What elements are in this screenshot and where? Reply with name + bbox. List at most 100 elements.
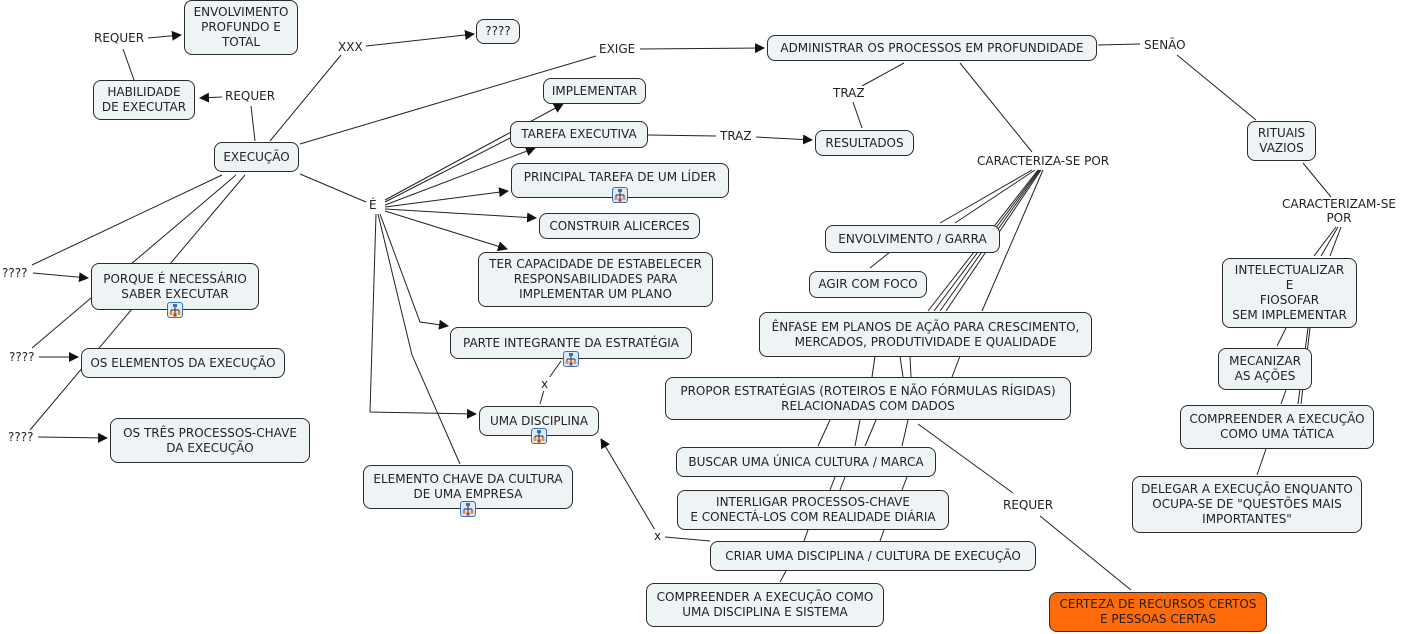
submap-icon[interactable]	[167, 302, 183, 318]
concept-envolvimento-garra[interactable]: ENVOLVIMENTO / GARRA	[825, 225, 1000, 253]
concept-rituais-vazios[interactable]: RITUAIS VAZIOS	[1247, 121, 1316, 161]
link-label-x: x	[652, 529, 664, 543]
link-label-requer: REQUER	[92, 31, 147, 45]
submap-icon[interactable]	[612, 187, 628, 203]
concept-compreender-tatica[interactable]: COMPREENDER A EXECUÇÃO COMO UMA TÁTICA	[1180, 405, 1374, 449]
concept-resultados[interactable]: RESULTADOS	[815, 130, 914, 156]
connector-line	[369, 213, 477, 419]
connector-line	[871, 355, 876, 378]
concept-interligar-processos[interactable]: INTERLIGAR PROCESSOS-CHAVE E CONECTÁ-LOS…	[677, 490, 949, 530]
connector-line	[647, 134, 717, 137]
connector-line	[959, 62, 1033, 153]
concept-delegar-execucao[interactable]: DELEGAR A EXECUÇÃO ENQUANTO OCUPA-SE DE …	[1132, 476, 1362, 533]
concept-agir-com-foco[interactable]: AGIR COM FOCO	[809, 271, 927, 298]
connector-line	[1313, 226, 1337, 257]
link-label-e: É	[367, 198, 379, 212]
submap-icon[interactable]	[531, 428, 547, 444]
concept-implementar[interactable]: IMPLEMENTAR	[543, 78, 646, 104]
concept-mecanizar-acoes[interactable]: MECANIZAR AS AÇÕES	[1218, 348, 1312, 390]
connector-line	[981, 169, 1044, 312]
connector-line	[854, 419, 861, 447]
connector-line	[147, 30, 182, 41]
connector-line	[864, 419, 877, 447]
connector-line	[539, 389, 545, 405]
connector-line	[664, 536, 711, 542]
link-label-traz: TRAZ	[831, 86, 867, 100]
concept-construir-alicerces[interactable]: CONSTRUIR ALICERCES	[539, 213, 700, 239]
connector-line	[817, 419, 831, 447]
concept-porque-necessario[interactable]: PORQUE É NECESSÁRIO SABER EXECUTAR	[91, 263, 259, 310]
connector-line	[1176, 54, 1257, 121]
connector-line	[839, 476, 846, 491]
connector-line	[299, 173, 367, 203]
link-label-caracterizam-se-por: CARACTERIZAM-SE POR	[1280, 197, 1398, 225]
concept-execucao[interactable]: EXECUÇÃO	[214, 142, 299, 172]
connector-line	[869, 251, 891, 269]
concept-tres-processos-chave[interactable]: OS TRÊS PROCESSOS-CHAVE DA EXECUÇÃO	[110, 418, 310, 463]
connector-line	[909, 355, 912, 378]
connector-line	[1039, 515, 1132, 591]
connector-line	[861, 62, 905, 87]
connector-line	[899, 355, 904, 378]
submap-icon[interactable]	[460, 501, 476, 517]
link-label-senao: SENÃO	[1142, 38, 1188, 52]
connector-line	[829, 476, 836, 491]
connector-line	[377, 213, 461, 465]
link-label-traz: TRAZ	[718, 129, 754, 143]
connector-line	[299, 55, 597, 145]
connector-line	[384, 208, 537, 223]
link-label-unknown: ????	[0, 266, 30, 280]
concept-propor-estrategias[interactable]: PROPOR ESTRATÉGIAS (ROTEIROS E NÃO FÓRMU…	[665, 377, 1071, 420]
concept-unknown[interactable]: ????	[476, 19, 520, 44]
connector-line	[1320, 226, 1339, 257]
connector-line	[384, 187, 509, 208]
connector-line	[31, 174, 223, 266]
connector-line	[939, 169, 1033, 224]
connector-line	[951, 355, 961, 378]
concept-buscar-unica-cultura[interactable]: BUSCAR UMA ÚNICA CULTURA / MARCA	[676, 447, 936, 477]
concept-envolvimento-profundo[interactable]: ENVOLVIMENTO PROFUNDO E TOTAL	[184, 0, 298, 55]
connector-line	[954, 169, 1036, 224]
concept-compreender-disciplina-sistema[interactable]: COMPREENDER A EXECUÇÃO COMO UMA DISCIPLI…	[646, 583, 884, 627]
connector-line	[37, 432, 108, 443]
concept-habilidade-de-executar[interactable]: HABILIDADE DE EXECUTAR	[93, 80, 195, 120]
submap-icon[interactable]	[563, 351, 579, 367]
connector-line	[1256, 448, 1267, 476]
connector-line	[803, 529, 809, 542]
concept-ter-capacidade[interactable]: TER CAPACIDADE DE ESTABELECER RESPONSABI…	[478, 252, 713, 307]
concept-enfase-planos-acao[interactable]: ÊNFASE EM PLANOS DE AÇÃO PARA CRESCIMENT…	[759, 312, 1092, 357]
connector-line	[31, 297, 92, 349]
concept-elementos-execucao[interactable]: OS ELEMENTOS DA EXECUÇÃO	[81, 348, 285, 378]
link-label-x: x	[539, 377, 551, 391]
concept-intelectualizar[interactable]: INTELECTUALIZAR E FIOSOFAR SEM IMPLEMENT…	[1222, 258, 1357, 328]
connector-line	[384, 137, 511, 203]
connector-line	[755, 134, 813, 145]
connector-line	[548, 360, 562, 379]
concept-criar-disciplina[interactable]: CRIAR UMA DISCIPLINA / CULTURA DE EXECUÇ…	[710, 541, 1036, 571]
concept-elemento-chave-cultura[interactable]: ELEMENTO CHAVE DA CULTURA DE UMA EMPRESA	[363, 465, 573, 509]
link-label-requer: REQUER	[223, 89, 278, 103]
connector-line	[379, 213, 449, 330]
concept-administrar-processos[interactable]: ADMINISTRAR OS PROCESSOS EM PROFUNDIDADE	[767, 35, 1097, 61]
link-label-caracteriza-se-por: CARACTERIZA-SE POR	[975, 154, 1112, 168]
connector-line	[384, 210, 508, 252]
connector-line	[1280, 389, 1287, 405]
connector-line	[1097, 43, 1141, 46]
connector-line	[852, 101, 863, 129]
connector-line	[600, 438, 656, 531]
connector-line	[879, 529, 885, 542]
connector-line	[901, 476, 908, 491]
connector-line	[1329, 226, 1342, 257]
connector-line	[779, 570, 787, 583]
link-label-requer: REQUER	[1001, 498, 1056, 512]
concept-certeza-recursos[interactable]: CERTEZA DE RECURSOS CERTOS E PESSOAS CER…	[1049, 592, 1267, 632]
connector-line	[199, 92, 223, 103]
connector-line	[1276, 327, 1287, 347]
concept-tarefa-executiva[interactable]: TAREFA EXECUTIVA	[510, 121, 648, 148]
connector-line	[384, 146, 536, 206]
link-label-unknown: ????	[7, 350, 37, 364]
connector-line	[32, 272, 89, 283]
connector-line	[384, 103, 564, 201]
link-label-unknown: ????	[6, 430, 36, 444]
